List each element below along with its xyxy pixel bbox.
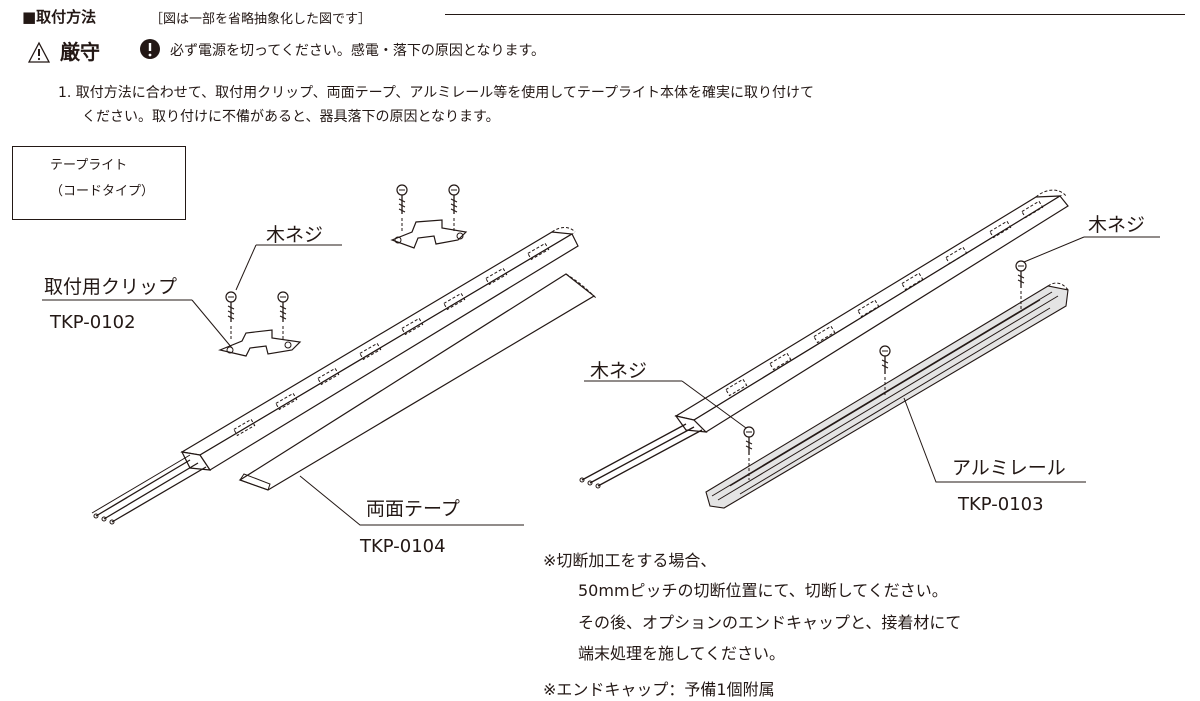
leader-lines-left bbox=[42, 244, 524, 526]
rail-label: アルミレール bbox=[952, 457, 1066, 479]
wood-screw-label-right-2: 木ネジ bbox=[1088, 214, 1146, 236]
clip-code: TKP-0102 bbox=[50, 312, 136, 333]
tape-light-right bbox=[579, 189, 1069, 489]
cord-wires-right bbox=[579, 423, 703, 489]
aluminum-rail bbox=[705, 282, 1069, 509]
screw-icon bbox=[396, 184, 460, 232]
exclamation-circle-icon bbox=[140, 39, 160, 59]
endcap-note: ※エンドキャップ：予備1個附属 bbox=[543, 680, 775, 699]
cord-wires-left bbox=[91, 454, 207, 525]
product-box bbox=[12, 146, 186, 220]
instruction-line-2: ください。取り付けに不備があると、器具落下の原因となります。 bbox=[82, 109, 500, 125]
product-box-line-1: テープライト bbox=[50, 158, 128, 173]
tape-light-left bbox=[91, 227, 579, 525]
wood-screw-label-right-1: 木ネジ bbox=[590, 360, 648, 382]
rail-code: TKP-0103 bbox=[958, 494, 1044, 515]
cutting-note-4: 端末処理を施してください。 bbox=[578, 644, 786, 663]
product-box-line-2: （コードタイプ） bbox=[50, 184, 155, 199]
section-title: ■取付方法 bbox=[22, 8, 97, 26]
screw-icon bbox=[225, 291, 289, 340]
section-note: ［図は一部を省略抽象化した図です］ bbox=[150, 12, 372, 27]
title-rule bbox=[445, 14, 1185, 15]
warning-triangle-icon bbox=[27, 41, 51, 63]
clip-label: 取付用クリップ bbox=[44, 276, 178, 298]
double-sided-tape bbox=[238, 273, 597, 491]
wood-screw-label-left: 木ネジ bbox=[266, 224, 324, 246]
instruction-line-1: 1. 取付方法に合わせて、取付用クリップ、両面テープ、アルミレール等を使用してテ… bbox=[58, 85, 815, 101]
cutting-note-1: ※切断加工をする場合、 bbox=[543, 551, 717, 570]
tape-code: TKP-0104 bbox=[360, 536, 446, 557]
warning-label: 厳守 bbox=[60, 40, 100, 64]
clip-icon bbox=[218, 329, 302, 357]
screw-icon bbox=[743, 260, 1027, 480]
clip-icon bbox=[390, 219, 468, 249]
caution-text: 必ず電源を切ってください。感電・落下の原因となります。 bbox=[170, 43, 546, 59]
cutting-note-2: 50mmピッチの切断位置にて、切断してください。 bbox=[578, 581, 948, 600]
cutting-note-3: その後、オプションのエンドキャップと、接着材にて bbox=[578, 613, 962, 632]
leader-lines-right bbox=[584, 236, 1160, 483]
tape-label: 両面テープ bbox=[366, 498, 460, 520]
